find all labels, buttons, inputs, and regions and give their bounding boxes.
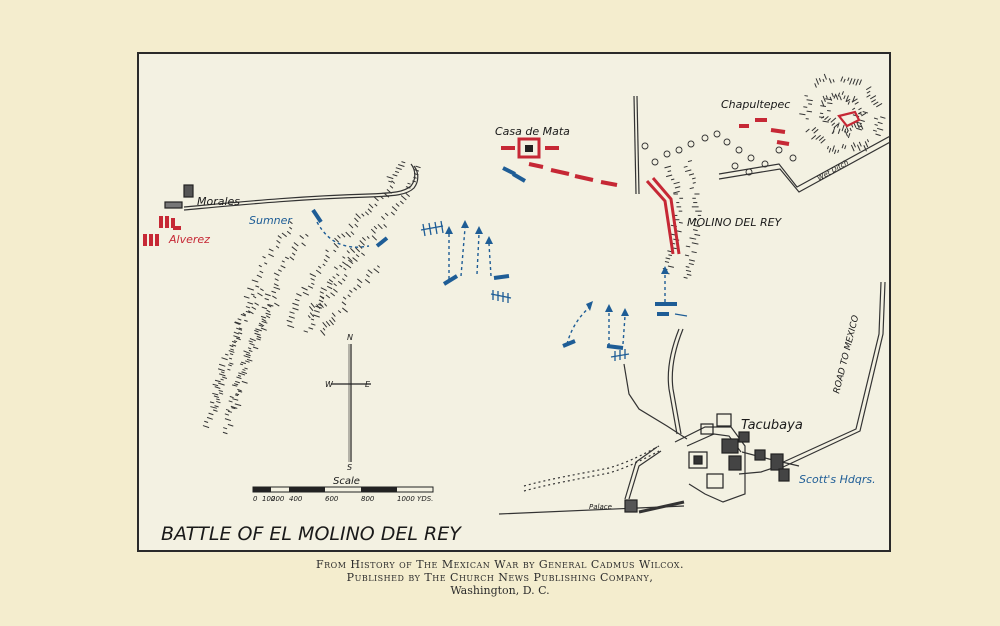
label-sumner: Sumner (249, 214, 293, 227)
scale-tick-3: 400 (289, 495, 303, 503)
molino-del-rey-building (645, 177, 681, 255)
casa-de-mata-fort (517, 137, 541, 159)
compass-rose (331, 344, 371, 462)
caption-line-2: Published by The Church News Publishing … (346, 571, 654, 584)
label-scotts-hq: Scott's Hdqrs. (799, 473, 876, 486)
scale-tick-4: 600 (325, 495, 339, 503)
american-positions (311, 166, 677, 350)
tree-markers (641, 130, 797, 176)
label-road-to-mexico: ROAD TO MEXICO (832, 314, 861, 394)
caption: From History of The Mexican War by Gener… (0, 558, 1000, 597)
roads (183, 95, 889, 515)
american-columns (316, 221, 666, 346)
scale-tick-6: 1000 YDS. (397, 495, 433, 503)
label-wet-ditch: Wet Ditch (816, 159, 850, 183)
buildings (164, 110, 861, 513)
label-morales: Morales (197, 195, 240, 208)
caption-line-3: Washington, D. C. (450, 584, 550, 597)
scale-tick-2: 200 (271, 495, 285, 503)
label-alverez: Alverez (168, 233, 210, 246)
scale-tick-1: 100 (262, 495, 276, 503)
label-tacubaya: Tacubaya (741, 418, 803, 433)
compass-w: W (325, 380, 334, 389)
hill-hachures (202, 73, 886, 435)
scale-tick-5: 800 (361, 495, 375, 503)
american-battalions (420, 220, 688, 361)
label-casa-de-mata: Casa de Mata (495, 125, 570, 138)
compass-s: S (347, 463, 352, 472)
american-arrowheads (445, 220, 669, 316)
label-chapultepec: Chapultepec (721, 98, 790, 111)
scale-label: Scale (333, 476, 360, 487)
mexican-positions (143, 118, 790, 246)
compass-n: N (347, 333, 353, 342)
map-title: BATTLE OF EL MOLINO DEL REY (161, 523, 462, 545)
caption-line-1: From History of The Mexican War by Gener… (316, 558, 684, 571)
compass-e: E (365, 380, 371, 389)
label-molino-del-rey: MOLINO DEL REY (687, 216, 783, 229)
scale-tick-0: 0 (253, 495, 258, 503)
label-palace: Palace (589, 503, 612, 511)
scale-bar (252, 486, 434, 493)
